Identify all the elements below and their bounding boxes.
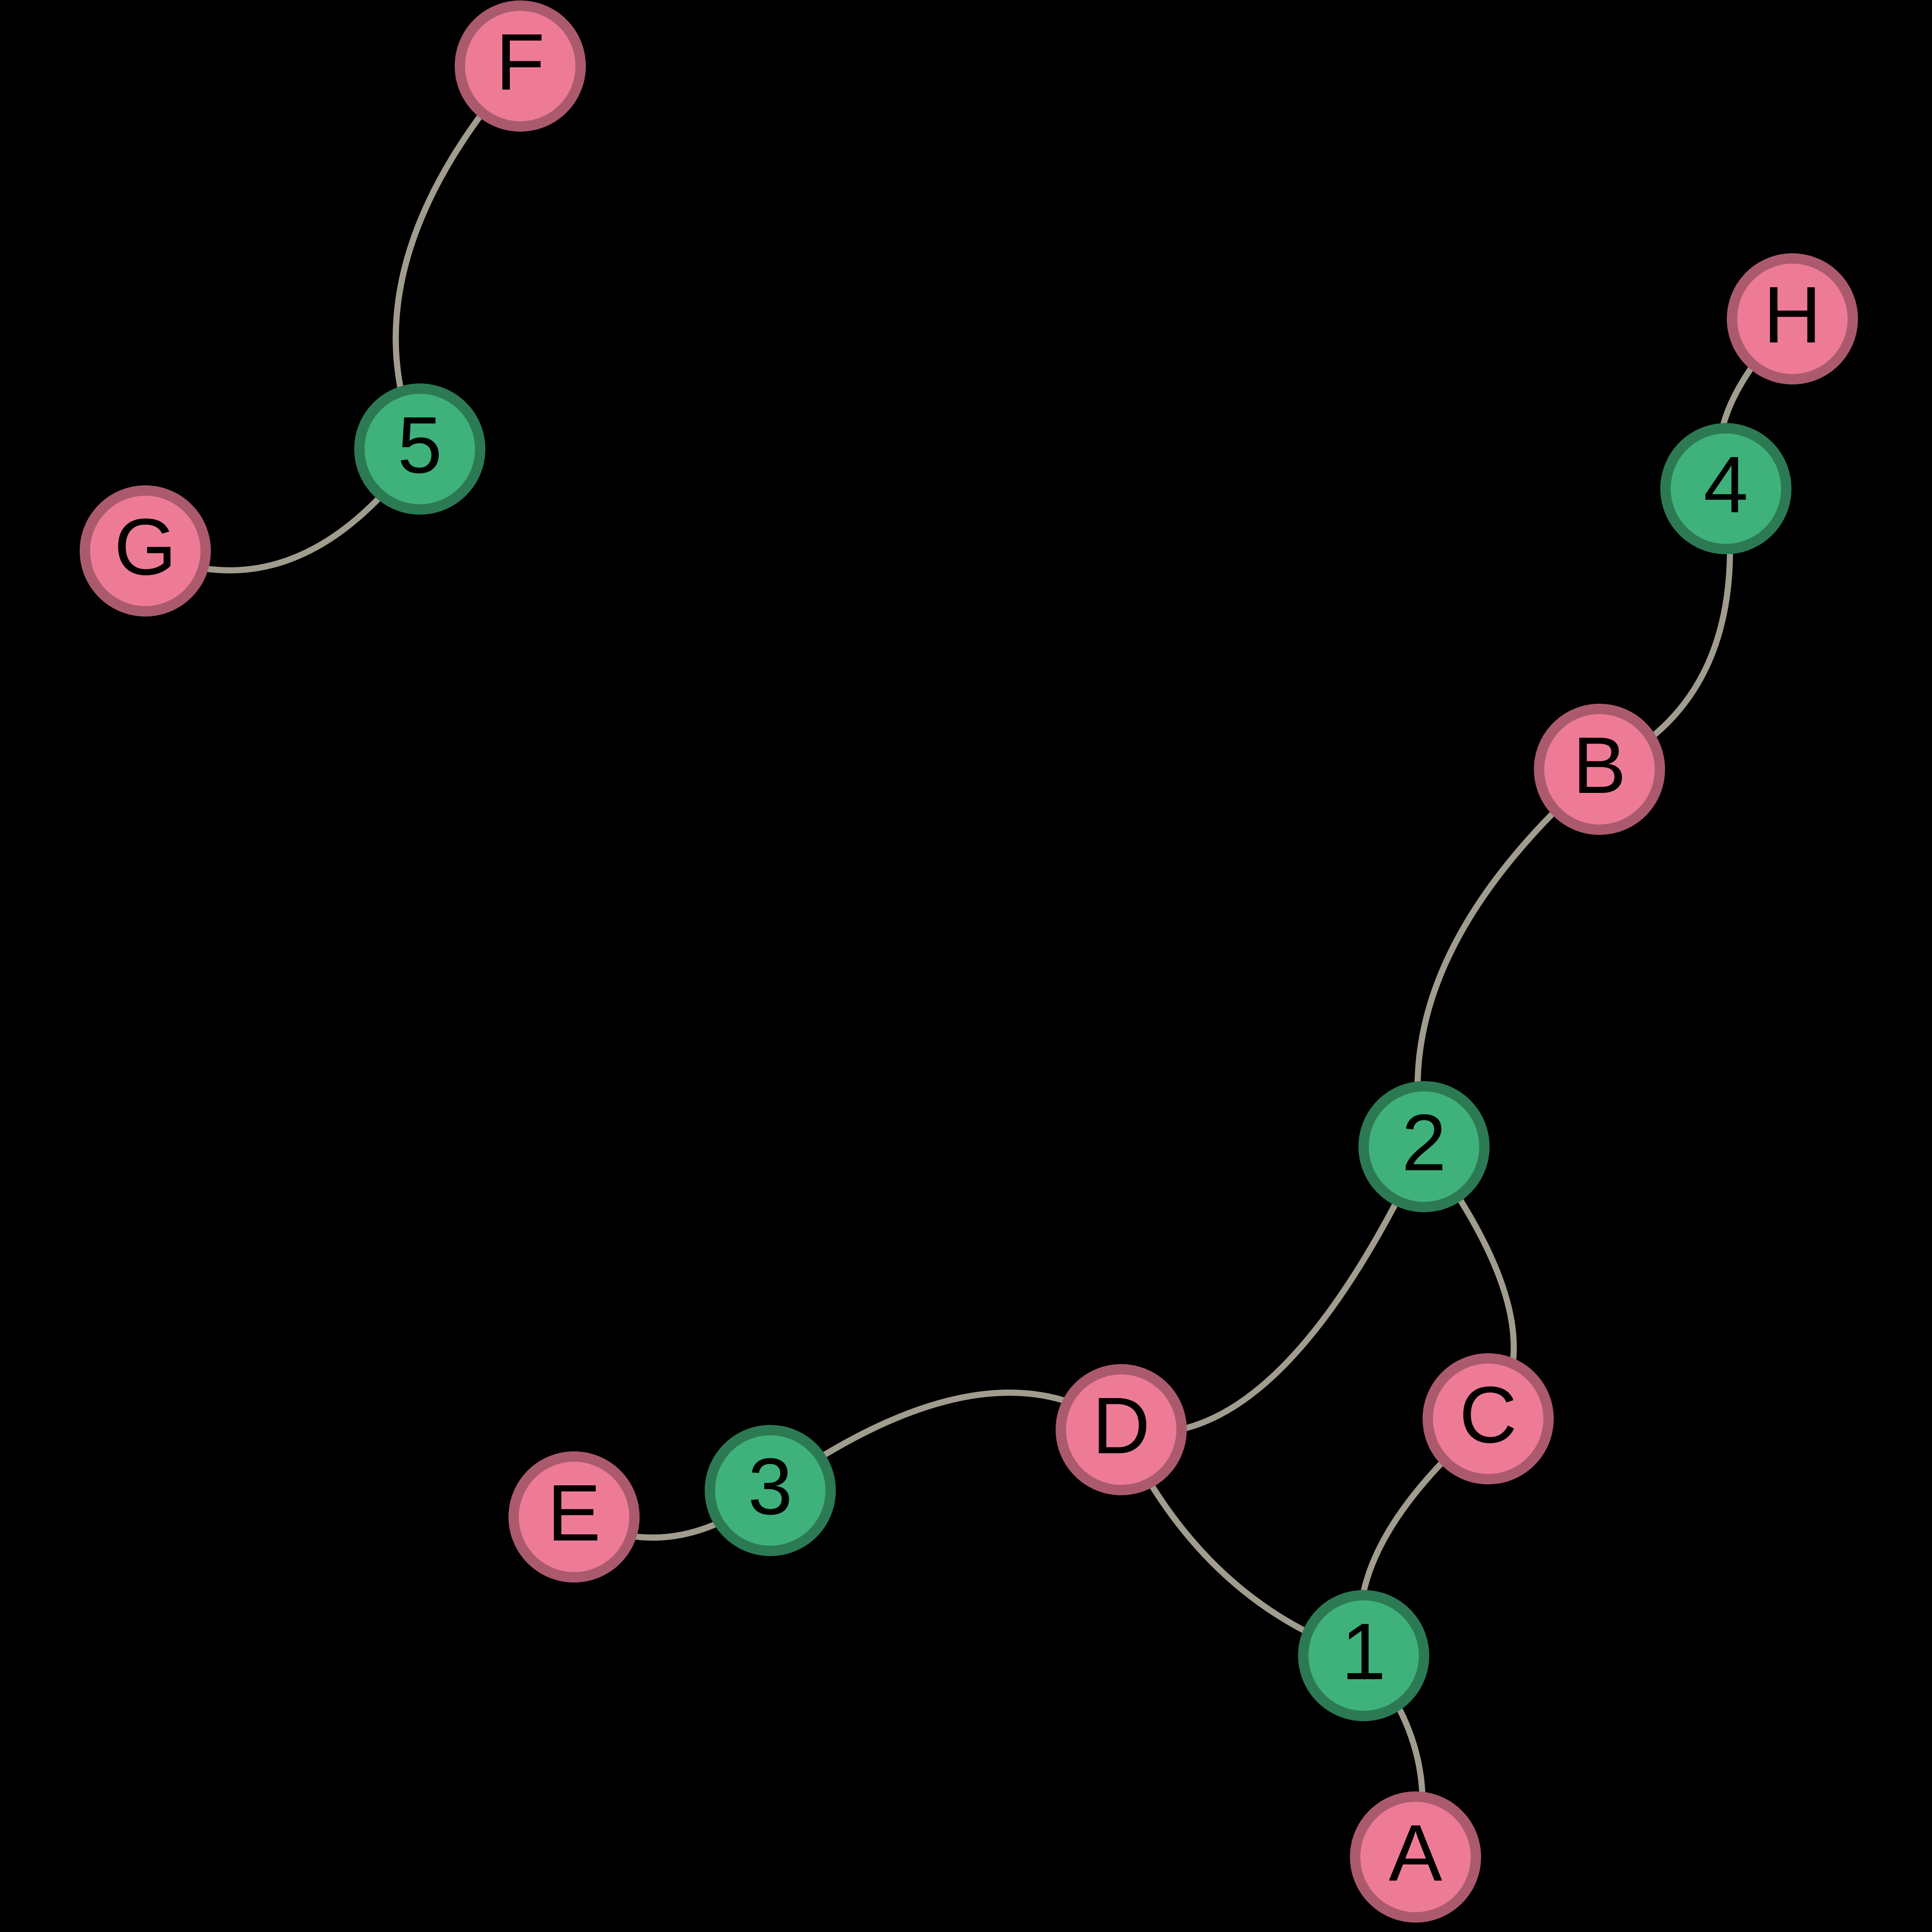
node-2[interactable]: 2 <box>1358 1081 1490 1212</box>
node-B[interactable]: B <box>1534 704 1665 835</box>
edges-layer <box>144 64 1795 1858</box>
node-1[interactable]: 1 <box>1298 1590 1429 1721</box>
node-circle-3[interactable] <box>705 1425 836 1556</box>
nodes-layer: F 5G H 4B 2C D 3E 1A <box>80 0 1858 1923</box>
node-5[interactable]: 5 <box>354 383 485 515</box>
node-C[interactable]: C <box>1423 1353 1554 1484</box>
node-circle-D[interactable] <box>1056 1364 1187 1495</box>
node-H[interactable]: H <box>1727 253 1858 384</box>
node-circle-2[interactable] <box>1358 1081 1490 1212</box>
node-circle-4[interactable] <box>1660 423 1791 554</box>
node-D[interactable]: D <box>1056 1364 1187 1495</box>
node-circle-F[interactable] <box>455 0 586 132</box>
node-circle-1[interactable] <box>1298 1590 1429 1721</box>
node-circle-A[interactable] <box>1350 1791 1481 1923</box>
node-F[interactable]: F <box>455 0 586 132</box>
node-A[interactable]: A <box>1350 1791 1481 1923</box>
node-E[interactable]: E <box>508 1451 640 1582</box>
node-circle-E[interactable] <box>508 1451 640 1582</box>
node-circle-G[interactable] <box>80 485 211 616</box>
node-circle-B[interactable] <box>1534 704 1665 835</box>
node-4[interactable]: 4 <box>1660 423 1791 554</box>
node-circle-C[interactable] <box>1423 1353 1554 1484</box>
node-G[interactable]: G <box>80 485 211 616</box>
node-circle-5[interactable] <box>354 383 485 515</box>
node-circle-H[interactable] <box>1727 253 1858 384</box>
node-3[interactable]: 3 <box>705 1425 836 1556</box>
